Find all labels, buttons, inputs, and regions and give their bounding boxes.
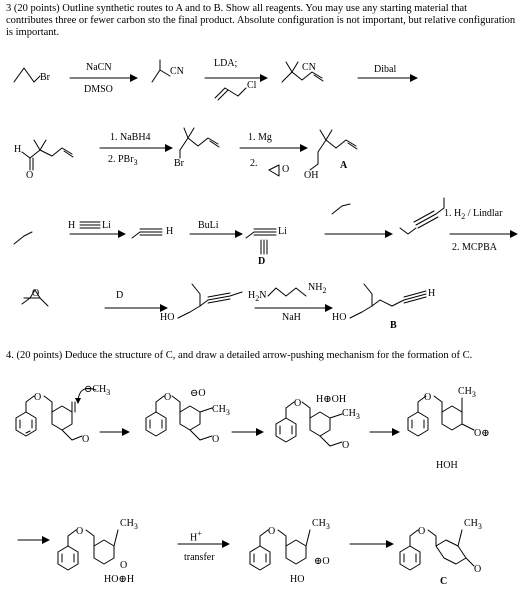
- mechanism-row-1: [15, 387, 475, 447]
- reagent-buli: BuLi: [198, 220, 219, 231]
- row3-scheme: [13, 197, 518, 255]
- reagent-h-plus: H+: [190, 529, 202, 544]
- oxocarbenium-o: O⊕: [474, 428, 490, 439]
- reagent-h2-lindlar: 1. H2 / Lindlar: [444, 208, 503, 221]
- reagent-nah: NaH: [282, 312, 301, 323]
- reagent-lda: LDA;: [214, 58, 238, 69]
- reagent-mg: 1. Mg: [248, 132, 272, 143]
- benzene-ring: [15, 411, 37, 437]
- ether-o-2: O: [164, 392, 172, 403]
- hemiketal-oh: HO⊕H: [104, 574, 135, 585]
- ether-o-7: O: [418, 526, 426, 537]
- diamine-nh2: NH2: [308, 282, 327, 295]
- oxonium-h: H⊕OH: [316, 394, 347, 405]
- butynyl-li: Li: [278, 226, 287, 237]
- allyl-nitrile: [281, 71, 323, 83]
- label-d: D: [258, 256, 266, 267]
- ethoxy-o-2: O: [212, 434, 220, 445]
- reagent-nabh4: 1. NaBH4: [110, 132, 151, 143]
- reagent-transfer: transfer: [184, 552, 215, 563]
- protonated-ketal-h: HO: [290, 574, 305, 585]
- diamine-h2n: H2N: [248, 290, 267, 303]
- label-b: B: [390, 320, 397, 331]
- epoxide-o-2: O: [32, 288, 40, 299]
- reagent-pbr3: 2. PBr3: [108, 154, 138, 167]
- oh-label-a: OH: [304, 170, 319, 181]
- label-a: A: [340, 160, 348, 171]
- label-c: C: [440, 576, 448, 587]
- ethoxy-o-5: O: [120, 560, 128, 571]
- cl-label: Cl: [247, 80, 257, 91]
- reagent-mcpba: 2. MCPBA: [452, 242, 498, 253]
- ethoxy-o-3: O: [342, 440, 350, 451]
- ether-o-5: O: [76, 526, 84, 537]
- methyl-2: CH3: [212, 404, 230, 417]
- alkyne-li: Li: [102, 220, 111, 231]
- oxonium-plus: ⊕O: [314, 556, 330, 567]
- methyl-6: CH3: [312, 518, 330, 531]
- aldehyde-o: O: [26, 170, 34, 181]
- ether-o-4: O: [424, 392, 432, 403]
- reagent-dmso: DMSO: [84, 84, 113, 95]
- ethoxy-o-1: O: [82, 434, 90, 445]
- ketone-o: O: [474, 564, 482, 575]
- methyl-7: CH3: [464, 518, 482, 531]
- question-3-prompt: 3 (20 points) Outline synthetic routes t…: [6, 3, 516, 38]
- isobutyronitrile: [151, 69, 171, 83]
- cn-label-1: CN: [170, 66, 184, 77]
- methyl-4: CH3: [458, 386, 476, 399]
- epoxide-o: O: [282, 164, 290, 175]
- aldehyde-h: H: [14, 144, 22, 155]
- terminal-h: H: [428, 288, 436, 299]
- ether-o-3: O: [294, 398, 302, 409]
- br-label: Br: [40, 72, 50, 83]
- methyl-3: CH3: [342, 408, 360, 421]
- reagent-dibal: Dibal: [374, 64, 397, 75]
- methyl-anion: ⊖CH3: [84, 384, 111, 397]
- ho-label-1: HO: [160, 312, 175, 323]
- water-h: HOH: [436, 460, 458, 471]
- alkoxide-o: ⊖O: [190, 388, 206, 399]
- row1-scheme: [13, 59, 418, 101]
- question-4-prompt: 4. (20 points) Deduce the structure of C…: [6, 350, 473, 361]
- reagent-nacn: NaCN: [86, 62, 112, 73]
- mechanism-row-2: [17, 529, 475, 571]
- row4-scheme: [21, 283, 427, 319]
- alkyne-h: H: [68, 220, 76, 231]
- methyl-5: CH3: [120, 518, 138, 531]
- row2-scheme: [21, 127, 358, 177]
- reagent-d: D: [116, 290, 124, 301]
- ether-o-1: O: [34, 392, 42, 403]
- ether-o-6: O: [268, 526, 276, 537]
- isopropyl-skeleton: [13, 67, 35, 83]
- cn-label-2: CN: [302, 62, 316, 73]
- reagent-step-2: 2.: [250, 158, 258, 169]
- ho-label-2: HO: [332, 312, 347, 323]
- butyne-h: H: [166, 226, 174, 237]
- br-label-2: Br: [174, 158, 184, 169]
